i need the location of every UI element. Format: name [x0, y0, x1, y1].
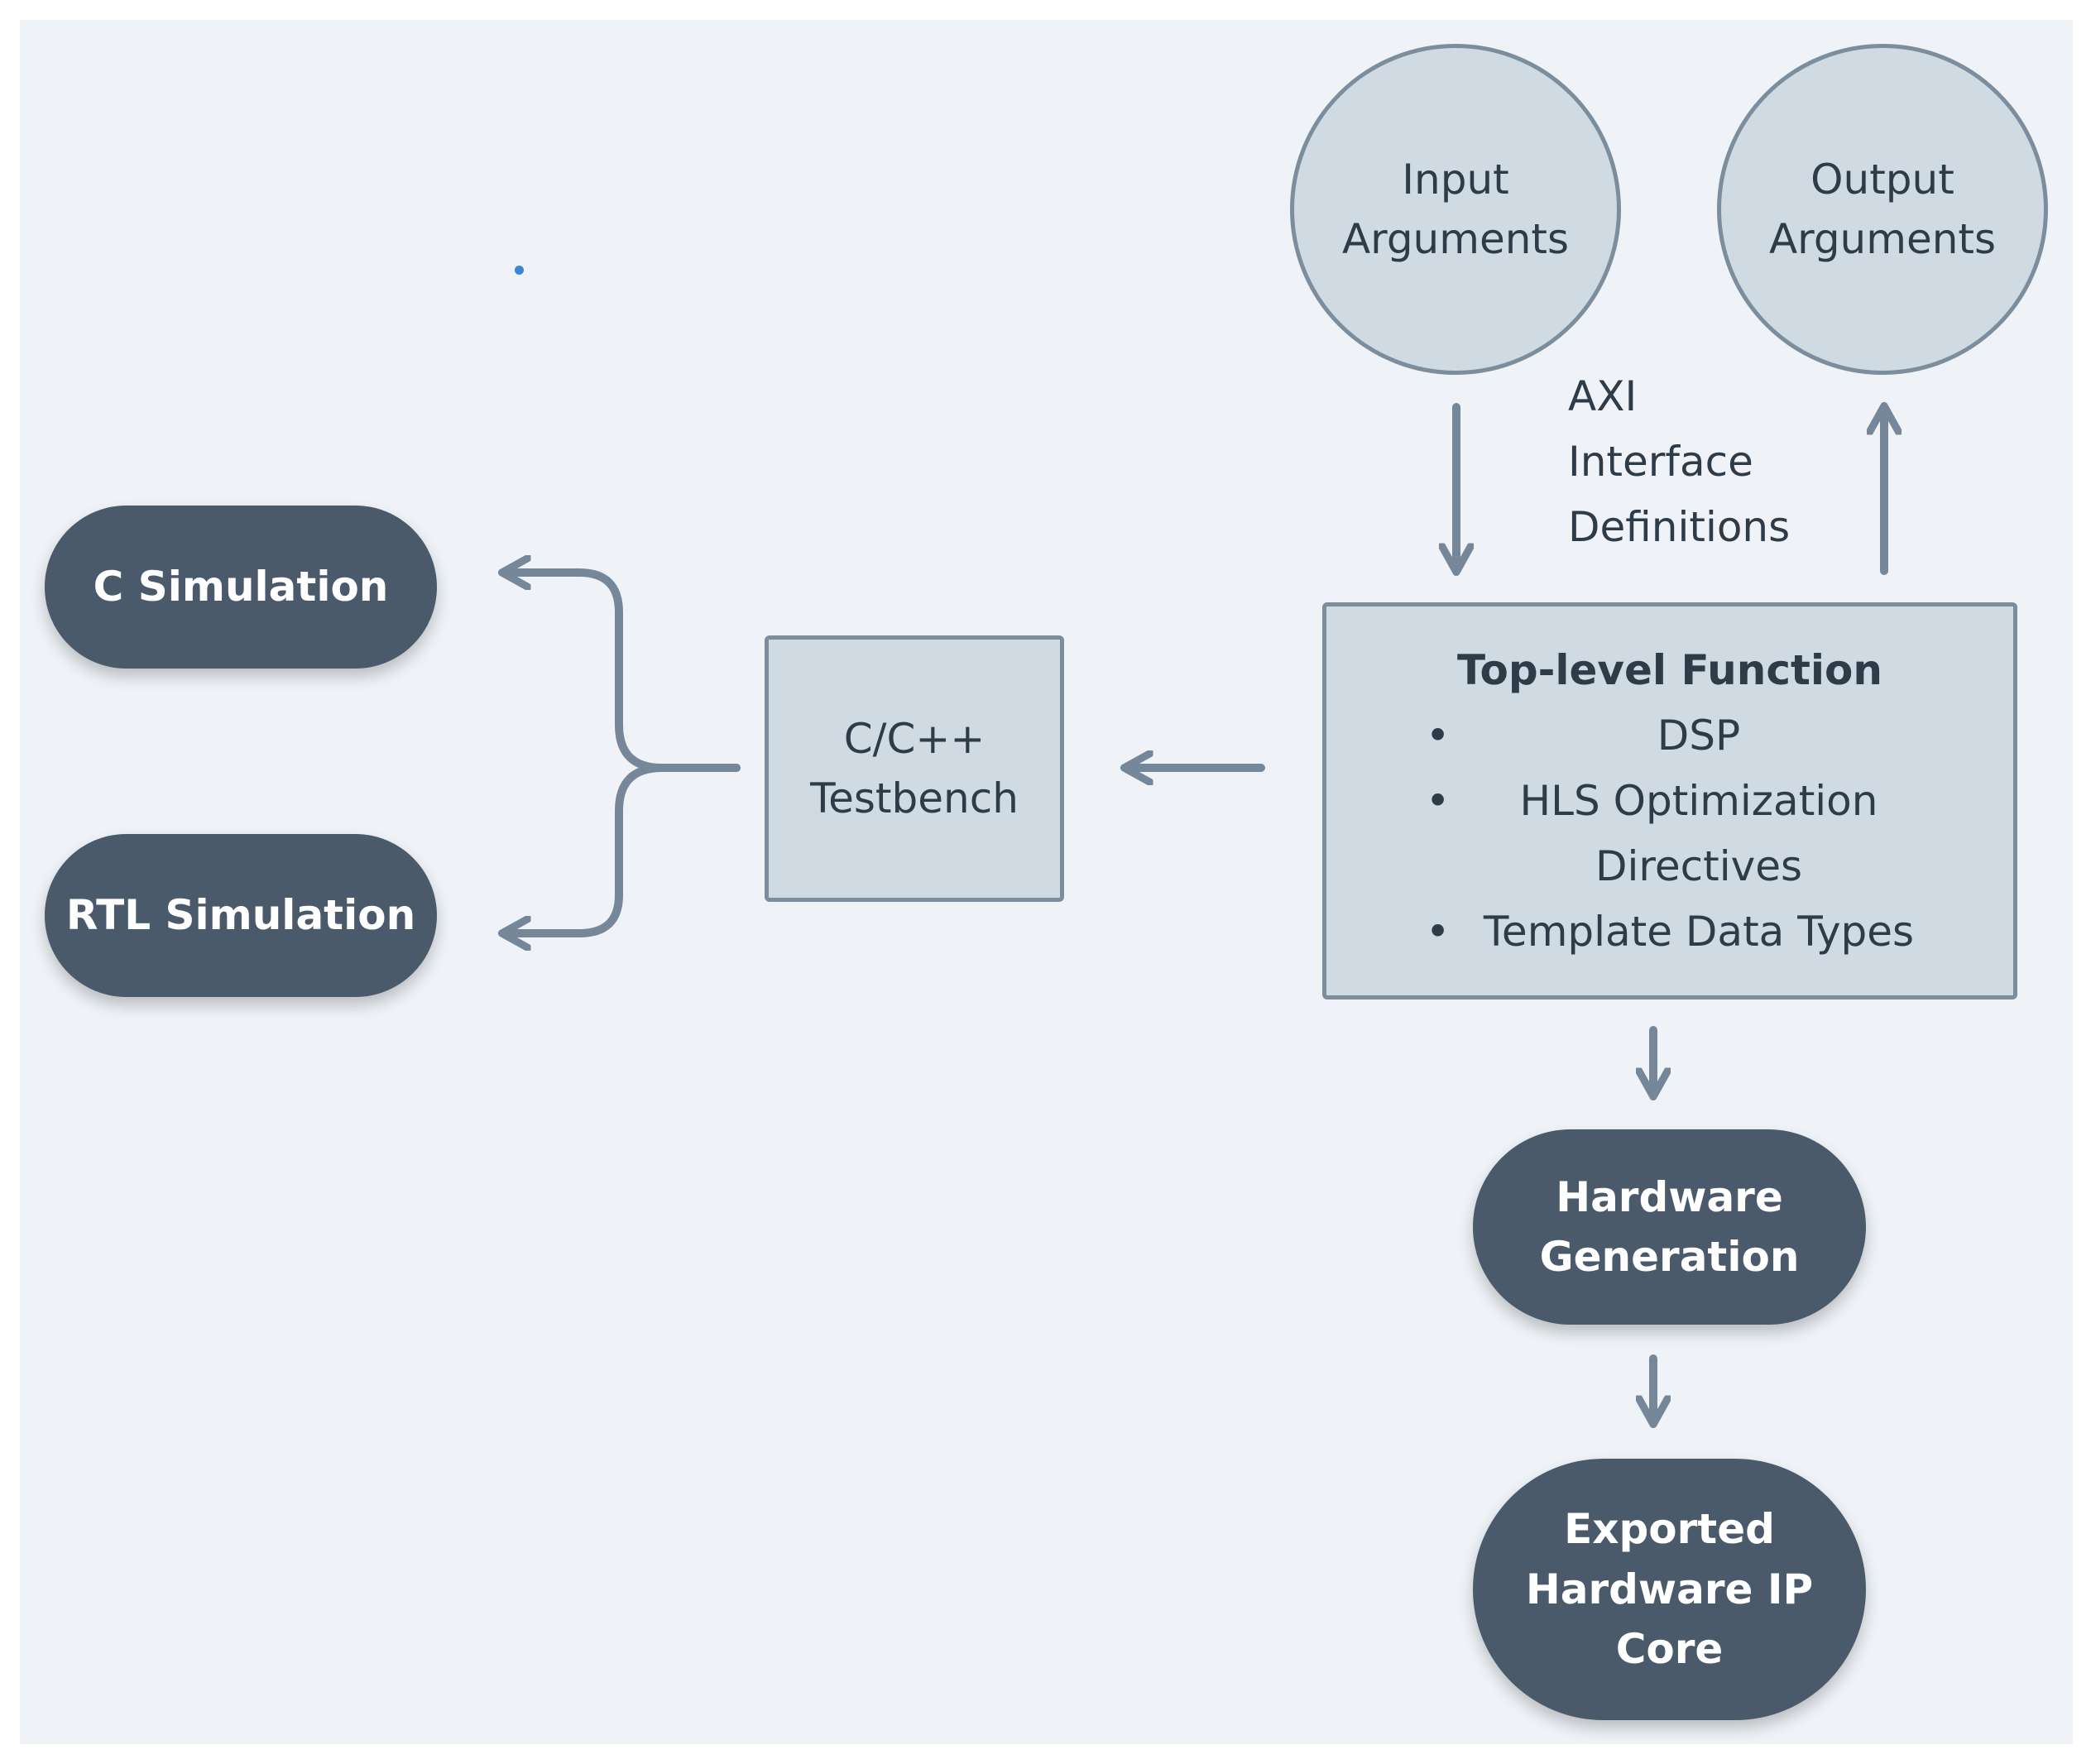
node-input-arguments-line-1: Input	[1402, 155, 1509, 204]
node-testbench[interactable]: C/C++ Testbench	[765, 635, 1064, 902]
accent-dot	[515, 266, 524, 275]
node-hardware-generation-line-2: Generation	[1539, 1233, 1800, 1281]
bullet-hls-line-1: HLS Optimization	[1519, 776, 1878, 825]
node-input-arguments-line-2: Arguments	[1341, 215, 1570, 263]
node-exported-ip-line-1: Exported	[1564, 1505, 1775, 1554]
node-c-simulation[interactable]: C Simulation	[45, 506, 437, 669]
node-testbench-line-1: C/C++	[843, 714, 986, 763]
node-output-arguments-line-1: Output	[1810, 155, 1954, 204]
axi-label-line-1: AXI	[1568, 372, 1638, 420]
node-output-arguments-line-2: Arguments	[1768, 215, 1997, 263]
top-level-bullet-list: DSP HLS Optimization Directives Template…	[1426, 703, 1914, 965]
top-level-bullet: HLS Optimization Directives	[1426, 769, 1914, 899]
axi-label-line-2: Interface	[1568, 438, 1753, 486]
node-exported-ip-line-2: Hardware IP	[1525, 1565, 1814, 1613]
node-output-arguments[interactable]: Output Arguments	[1717, 44, 2048, 375]
axi-label-line-3: Definitions	[1568, 503, 1791, 551]
node-rtl-simulation[interactable]: RTL Simulation	[45, 834, 437, 997]
bullet-hls-line-2: Directives	[1595, 841, 1802, 890]
node-c-simulation-label: C Simulation	[93, 563, 389, 611]
axi-interface-label: AXI Interface Definitions	[1568, 364, 1790, 560]
top-level-title: Top-level Function	[1457, 645, 1882, 694]
node-exported-ip-core[interactable]: Exported Hardware IP Core	[1473, 1459, 1866, 1720]
top-level-bullet: DSP	[1426, 703, 1914, 769]
node-testbench-line-2: Testbench	[810, 774, 1019, 822]
bullet-template-types: Template Data Types	[1483, 907, 1915, 956]
node-hardware-generation[interactable]: Hardware Generation	[1473, 1129, 1866, 1325]
node-rtl-simulation-label: RTL Simulation	[65, 891, 416, 940]
edge-testbench-to-rtl-simulation	[505, 764, 741, 933]
node-exported-ip-line-3: Core	[1615, 1625, 1724, 1674]
edge-testbench-to-c-simulation	[505, 573, 741, 772]
bullet-dsp: DSP	[1657, 711, 1741, 760]
node-hardware-generation-line-1: Hardware	[1556, 1172, 1783, 1221]
node-input-arguments[interactable]: Input Arguments	[1290, 44, 1621, 375]
node-top-level-function[interactable]: Top-level Function DSP HLS Optimization …	[1322, 602, 2017, 999]
top-level-bullet: Template Data Types	[1426, 899, 1914, 965]
